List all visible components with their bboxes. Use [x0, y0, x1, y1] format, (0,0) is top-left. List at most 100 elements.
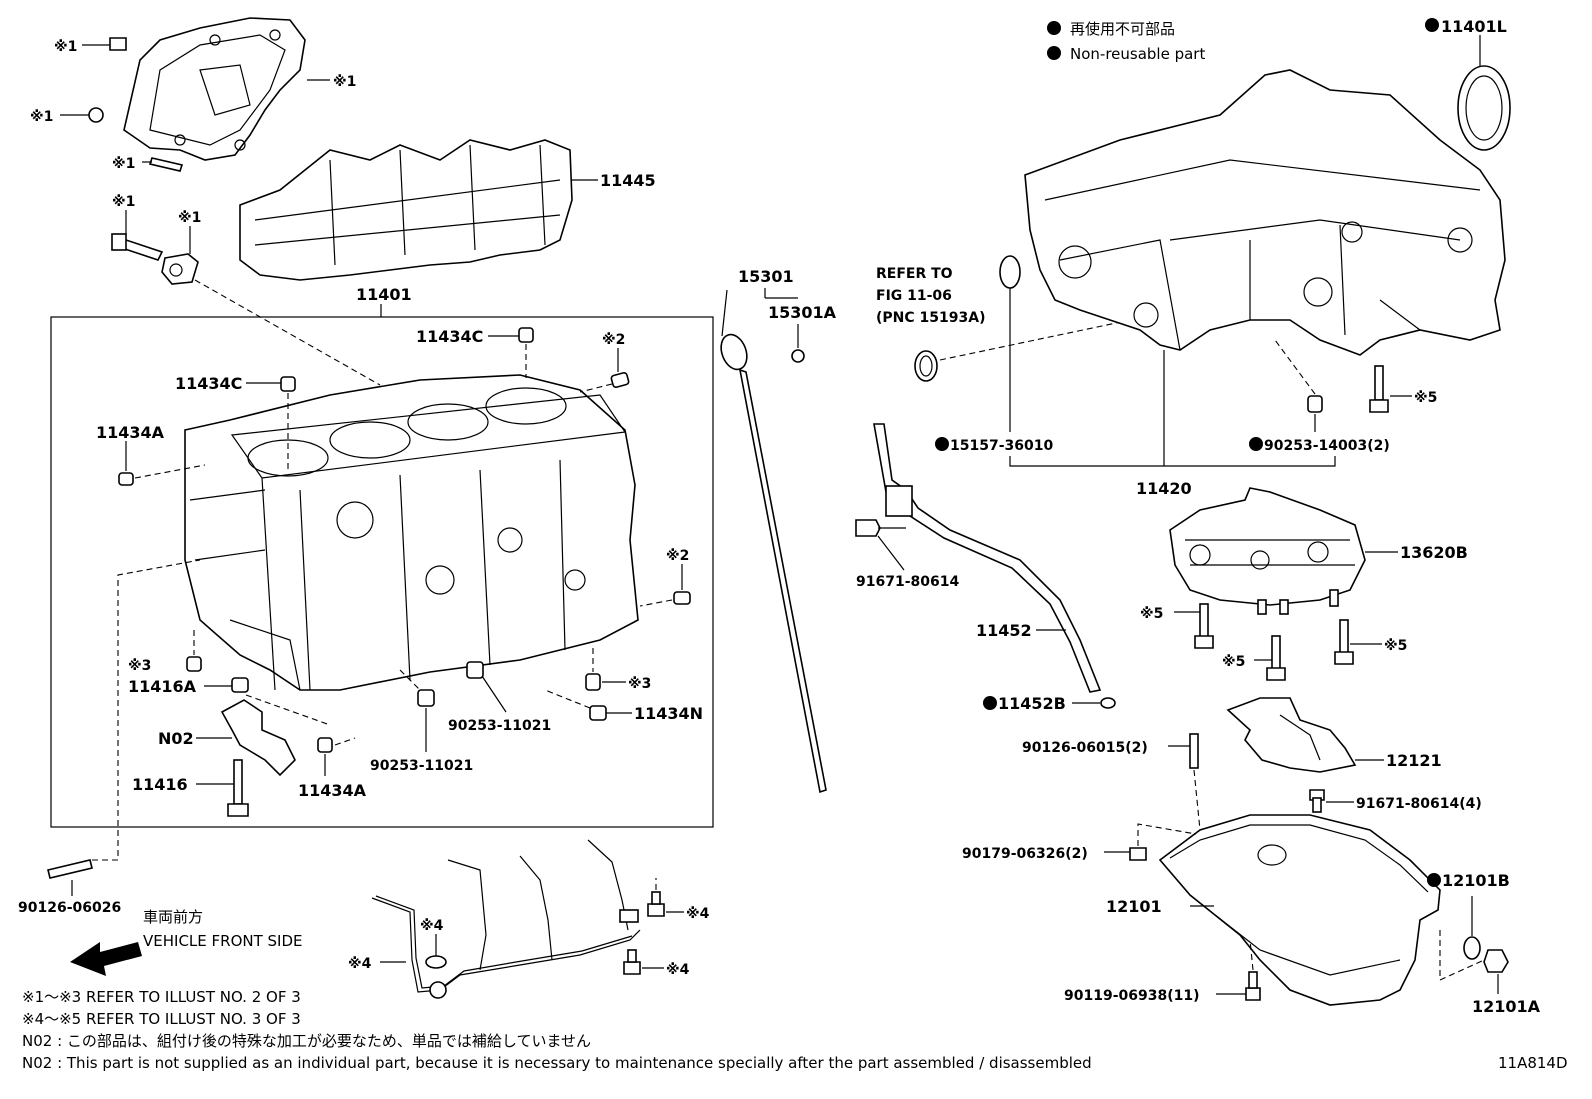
mark-1-d: ※1 — [333, 74, 356, 90]
label-11434N: 11434N — [634, 704, 703, 723]
timing-cover-part — [123, 17, 306, 161]
bolt-mark5-top — [1369, 365, 1412, 413]
mark-1-b: ※1 — [30, 109, 53, 125]
label-12121: 12121 — [1386, 751, 1442, 770]
label-15157-36010: 15157-36010 — [950, 438, 1053, 454]
label-11401: 11401 — [356, 285, 412, 304]
mark-4-b: ※4 — [348, 956, 372, 972]
label-91671-80614: 91671-80614 — [856, 574, 959, 590]
label-90126-06015: 90126-06015(2) — [1022, 740, 1148, 756]
plug-90253-14003 — [1249, 339, 1323, 451]
mark-4-d: ※4 — [666, 962, 690, 978]
non-reusable-dot-icon — [1047, 46, 1061, 60]
non-reusable-dot-icon — [935, 437, 949, 451]
plug-12101A — [1439, 930, 1509, 994]
mark-2-a: ※2 — [602, 332, 625, 348]
label-11401L: 11401L — [1441, 17, 1507, 36]
label-11445: 11445 — [600, 171, 656, 190]
note-line-2: ※4～※5 REFER TO ILLUST NO. 3 OF 3 — [22, 1010, 301, 1028]
gasket-12101B — [1427, 873, 1481, 960]
dowel-11434C-top — [488, 327, 534, 378]
bolt-mark4-top — [647, 878, 684, 917]
refer-line-1: REFER TO — [876, 266, 953, 282]
label-90253-14003: 90253-14003(2) — [1264, 438, 1390, 454]
note-line-3: N02 : この部品は、組付け後の特殊な加工が必要なため、単品では補給していませ… — [22, 1032, 591, 1050]
label-11434C-top: 11434C — [416, 327, 483, 346]
mark-5-c: ※5 — [1222, 654, 1245, 670]
note-line-4: N02 : This part is not supplied as an in… — [22, 1054, 1092, 1072]
front-label-en: VEHICLE FRONT SIDE — [143, 932, 303, 950]
dipstick-15301 — [720, 288, 827, 794]
stud-90126-06015 — [1168, 733, 1201, 831]
seal-refer — [914, 317, 1141, 382]
bearing-cap-N02 — [196, 694, 331, 777]
pin-mark2-right — [639, 564, 691, 607]
pin-90253-11021-a — [466, 661, 507, 713]
label-11434A-left: 11434A — [96, 423, 165, 442]
label-90179-06326: 90179-06326(2) — [962, 846, 1088, 862]
bolt-clip-group: ※1 ※1 — [111, 194, 201, 285]
bolt-91671-80614-4 — [1309, 789, 1354, 813]
wire-harness-part — [371, 839, 641, 999]
legend: 再使用不可部品 Non-reusable part — [1047, 20, 1205, 63]
label-11416: 11416 — [132, 775, 188, 794]
seal-11401L — [1425, 18, 1511, 151]
bushing-11416A — [204, 677, 249, 693]
label-15301: 15301 — [738, 267, 794, 286]
mark-1-f: ※1 — [178, 210, 201, 226]
bolt-mark4-bottom — [623, 949, 664, 975]
pin-90253-11021-b — [399, 669, 435, 752]
lower-crankcase-part — [1024, 69, 1506, 356]
oring-11452B — [983, 696, 1116, 710]
bolt-mark5-right — [1334, 619, 1382, 665]
mark-1-e: ※1 — [112, 194, 135, 210]
mark-1-a: ※1 — [54, 39, 77, 55]
pin-mark2-top — [579, 348, 630, 393]
non-reusable-dot-icon — [1249, 437, 1263, 451]
label-11434A-bottom: 11434A — [298, 781, 367, 800]
label-13620B: 13620B — [1400, 543, 1468, 562]
label-N02: N02 — [158, 729, 194, 748]
cylinder-block-part — [184, 374, 639, 691]
label-12101: 12101 — [1106, 897, 1162, 916]
oring-mark4 — [425, 934, 447, 969]
oring-15157 — [935, 255, 1021, 451]
refer-line-3: (PNC 15193A) — [876, 310, 985, 326]
legend-en: Non-reusable part — [1070, 45, 1205, 63]
dipstick-guide-11452 — [855, 423, 1102, 693]
stud-90126-06026 — [47, 559, 201, 896]
non-reusable-dot-icon — [1425, 18, 1439, 32]
label-90119-06938: 90119-06938(11) — [1064, 988, 1200, 1004]
dowel-mark3-right — [585, 648, 626, 691]
label-11452: 11452 — [976, 621, 1032, 640]
label-11420: 11420 — [1136, 479, 1192, 498]
label-15301A: 15301A — [768, 303, 837, 322]
bolt-marks-top-left: ※1 ※1 ※1 ※1 — [30, 37, 356, 172]
mark-3-b: ※3 — [628, 676, 651, 692]
mark-4-a: ※4 — [420, 918, 444, 934]
bolt-90119-06938 — [1216, 939, 1261, 1001]
illustration-code: 11A814D — [1498, 1054, 1568, 1072]
legend-jp: 再使用不可部品 — [1070, 20, 1175, 38]
dowel-11434A-bottom — [317, 737, 356, 776]
block-assembly-frame — [50, 316, 714, 828]
label-11416A: 11416A — [128, 677, 197, 696]
vehicle-front-arrow-icon — [70, 942, 142, 976]
front-label-jp: 車両前方 — [143, 908, 203, 926]
mark-1-c: ※1 — [112, 156, 135, 172]
mark-5-b: ※5 — [1140, 606, 1163, 622]
mark-3-a: ※3 — [128, 658, 151, 674]
label-90253-11021-b: 90253-11021 — [370, 758, 473, 774]
dowel-11434C-mid — [246, 376, 296, 470]
label-91671-80614-4: 91671-80614(4) — [1356, 796, 1482, 812]
mark-2-b: ※2 — [666, 548, 689, 564]
label-90253-11021-a: 90253-11021 — [448, 718, 551, 734]
label-12101A: 12101A — [1472, 997, 1541, 1016]
label-11434C-mid: 11434C — [175, 374, 242, 393]
dowel-11434A-left — [118, 441, 206, 486]
label-11452B: 11452B — [998, 694, 1066, 713]
oil-pump-13620B — [1169, 487, 1366, 615]
mark-5-a: ※5 — [1414, 390, 1437, 406]
bolt-11416 — [196, 759, 249, 817]
nut-90179-06326 — [1104, 823, 1197, 861]
